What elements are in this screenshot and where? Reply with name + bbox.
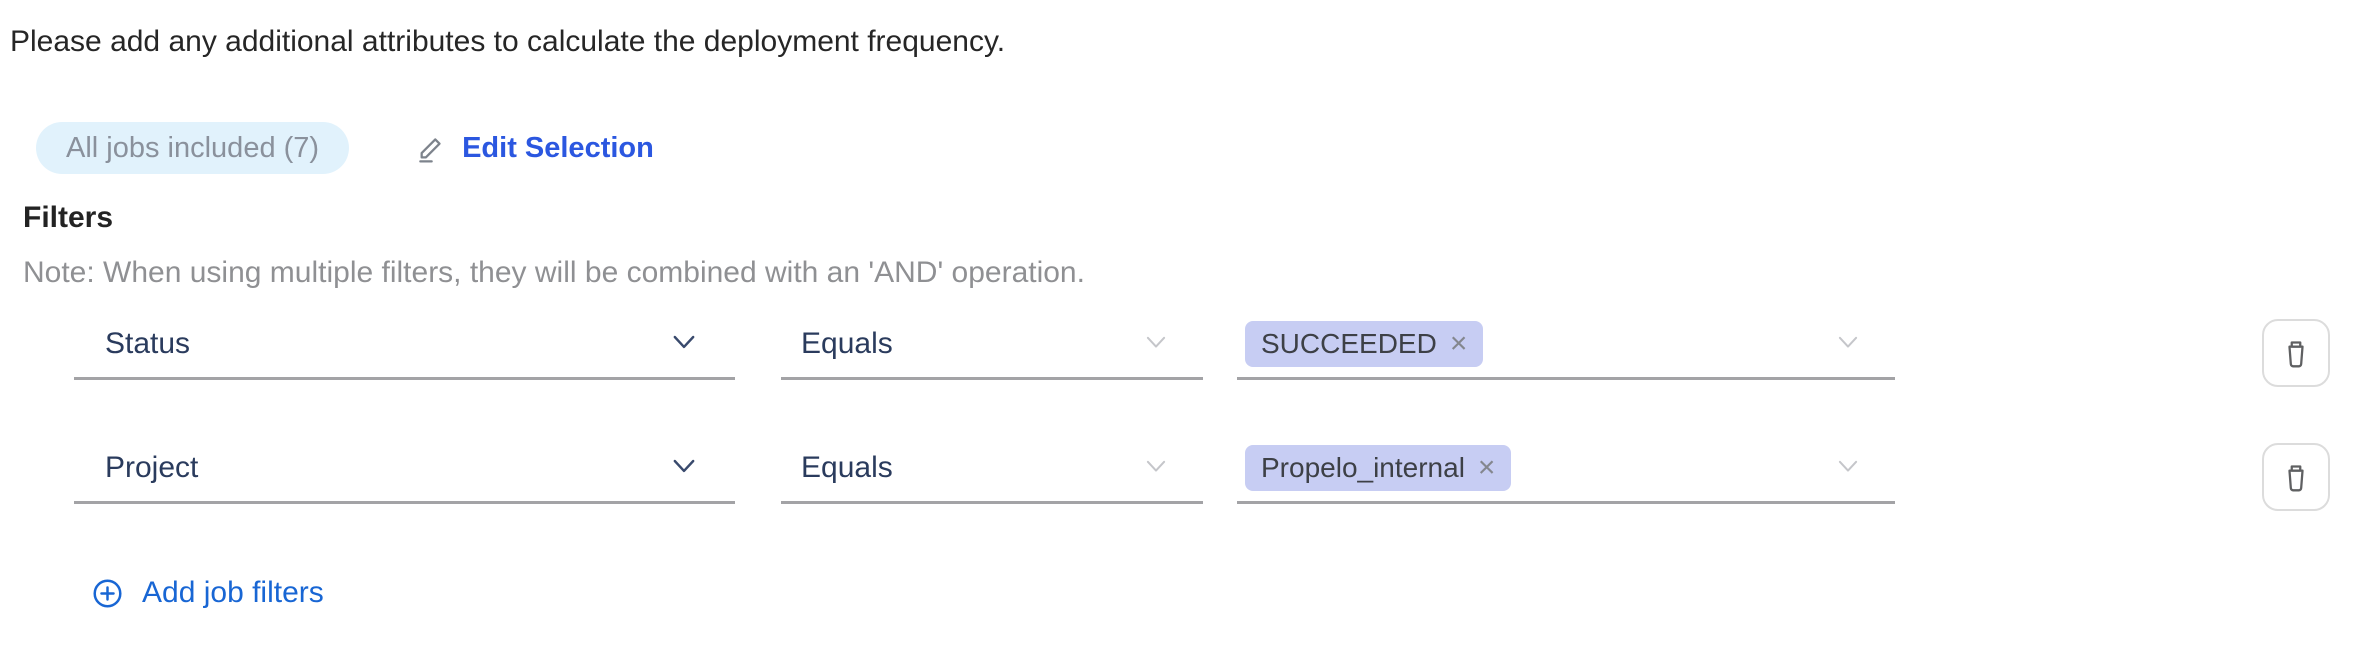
value-tag: Propelo_internal × [1245,444,1512,491]
jobs-summary-row: All jobs included (7) Edit Selection [36,122,654,174]
add-job-filters-label: Add job filters [142,576,324,609]
chevron-down-icon [1833,327,1863,357]
operator-select[interactable]: Equals [781,434,1203,504]
operator-selected-value: Equals [801,450,893,484]
add-job-filters-button[interactable]: Add job filters [91,574,324,612]
operator-selected-value: Equals [801,326,893,360]
chevron-down-icon [667,324,701,358]
values-multiselect[interactable]: Propelo_internal × [1237,434,1895,504]
attribute-selected-value: Project [105,450,199,484]
attribute-select[interactable]: Status [74,310,735,380]
intro-text: Please add any additional attributes to … [10,25,1006,58]
remove-value-icon[interactable]: × [1449,326,1468,360]
chevron-down-icon [1141,451,1171,481]
edit-selection-label: Edit Selection [462,131,654,164]
remove-value-icon[interactable]: × [1477,450,1496,484]
attribute-selected-value: Status [105,326,191,360]
filters-heading: Filters [23,201,114,234]
delete-filter-button[interactable] [2262,443,2330,511]
trash-icon [2279,336,2313,370]
jobs-included-pill: All jobs included (7) [36,122,350,174]
filter-row: Project Equals Propelo_internal × [0,434,2376,511]
operator-select[interactable]: Equals [781,310,1203,380]
pencil-icon [415,132,447,164]
value-tag-label: Propelo_internal [1261,451,1465,483]
chevron-down-icon [1833,451,1863,481]
edit-selection-button[interactable]: Edit Selection [415,132,654,165]
attribute-select[interactable]: Project [74,434,735,504]
chevron-down-icon [667,448,701,482]
trash-icon [2279,460,2313,494]
chevron-down-icon [1141,327,1171,357]
filter-row: Status Equals SUCCEEDED × [0,310,2376,387]
plus-circle-icon [91,577,124,610]
delete-filter-button[interactable] [2262,319,2330,387]
values-multiselect[interactable]: SUCCEEDED × [1237,310,1895,380]
filters-note: Note: When using multiple filters, they … [23,256,1085,289]
value-tag-label: SUCCEEDED [1261,327,1437,359]
value-tag: SUCCEEDED × [1245,320,1484,367]
